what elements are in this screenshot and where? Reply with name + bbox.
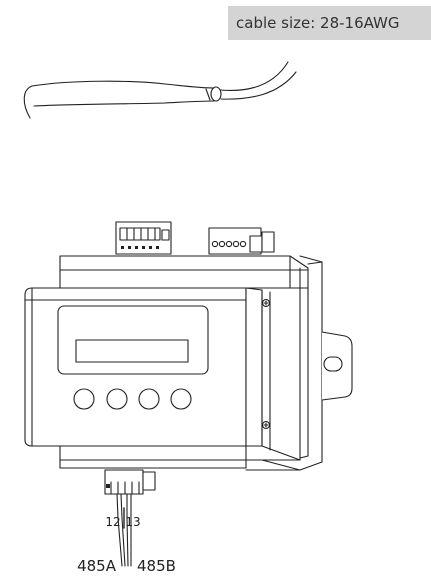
pin-label-12: 12 — [105, 515, 120, 529]
device-side-depth — [245, 287, 263, 447]
device-bottom-shelf — [59, 445, 247, 469]
pin-label-13: 13 — [125, 515, 140, 529]
cable-illustration — [23, 61, 297, 119]
cable-jacket-bottom — [33, 100, 215, 107]
bottom-connector — [104, 469, 156, 495]
top-connector-right — [208, 227, 275, 255]
cable-strip-line — [205, 88, 211, 101]
panel-button-4[interactable] — [170, 388, 192, 410]
wire-label-485b: 485B — [137, 557, 176, 575]
cable-conductor-bottom — [220, 71, 297, 100]
cable-left-cut — [23, 85, 33, 119]
device-top-shelf — [59, 255, 309, 289]
screw-icon — [261, 420, 271, 430]
cable-size-label: cable size: 28-16AWG — [228, 6, 431, 40]
top-connector-left — [115, 221, 172, 255]
lcd-display — [57, 305, 209, 375]
wire-label-485a: 485A — [77, 557, 117, 575]
panel-button-2[interactable] — [106, 388, 128, 410]
rs485-wires — [116, 493, 132, 567]
cable-end-ring — [210, 86, 222, 102]
screw-icon — [261, 298, 271, 308]
cable-jacket-top — [31, 80, 215, 89]
panel-button-3[interactable] — [138, 388, 160, 410]
panel-button-1[interactable] — [73, 388, 95, 410]
mounting-bracket — [321, 331, 353, 401]
cable-conductor-top — [220, 61, 289, 91]
